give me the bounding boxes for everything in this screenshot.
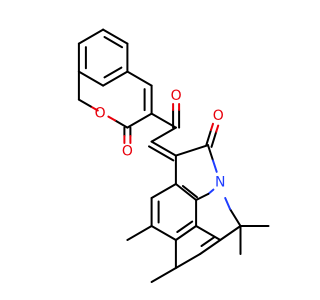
bond-c3-c4 (102, 70, 129, 87)
bond-c13-o4-a-o (210, 122, 214, 131)
bond-c11-c12-a (150, 140, 177, 157)
bond-c13-n1-n (212, 159, 218, 173)
bond-c13-o4-b-o (215, 124, 220, 133)
bond-c14-c15-inner (181, 185, 198, 199)
nitrogen-label: N (215, 175, 225, 191)
bond-c3-c7 (126, 70, 153, 87)
ketone-oxygen-label: O (171, 88, 182, 104)
bond-o1-c5-c (77, 98, 92, 108)
bond-c9-o1-o (107, 115, 116, 122)
bond-c11-c12-b (148, 145, 175, 162)
bond-c3-c4-inner (103, 66, 123, 79)
bond-c19-c21 (195, 225, 222, 241)
bond-layer (77, 28, 270, 283)
bond-c13-o4-a (205, 129, 212, 147)
ring-oxygen-label: O (95, 106, 106, 122)
bond-c23-n1 (229, 208, 242, 227)
amide-oxygen-label: O (213, 108, 224, 124)
bond-c21-c22-inner (200, 235, 216, 247)
bond-c1-c2 (102, 28, 129, 45)
bond-c8-c10 (150, 112, 177, 129)
bond-c21-c22 (199, 239, 222, 255)
bond-c4-c5 (77, 70, 105, 87)
bond-c14-c16 (150, 183, 177, 199)
bond-c20-me2 (150, 267, 177, 283)
bond-c12-c13 (174, 144, 209, 157)
bond-c1-c2-inner (103, 36, 124, 49)
bond-c13-o4-b (210, 130, 218, 148)
bond-c18-c19 (174, 225, 198, 241)
bond-c18-c19-inner (176, 220, 194, 233)
bond-c8-c9 (126, 112, 153, 129)
bond-c6-c1 (77, 28, 105, 45)
bond-c14-c15 (174, 183, 198, 201)
bond-c17-me1 (126, 225, 153, 241)
bond-c23-n1-n (224, 197, 231, 210)
bond-c13-n1 (207, 144, 214, 162)
bond-o1-c5 (89, 105, 99, 112)
bond-c10-c11 (150, 126, 177, 143)
lactone-carbonyl-oxygen-label: O (122, 144, 133, 160)
structure-diagram: O O O O N (77, 28, 270, 283)
bond-c20-c21 (174, 253, 202, 269)
bond-n1-c15-c (195, 192, 210, 201)
bond-c9-o1 (114, 119, 129, 129)
bond-n1-c15 (207, 188, 215, 195)
atom-label-layer: O O O O N (95, 88, 226, 191)
bond-c22-c23 (219, 225, 242, 241)
bond-c17-c18 (150, 225, 177, 241)
